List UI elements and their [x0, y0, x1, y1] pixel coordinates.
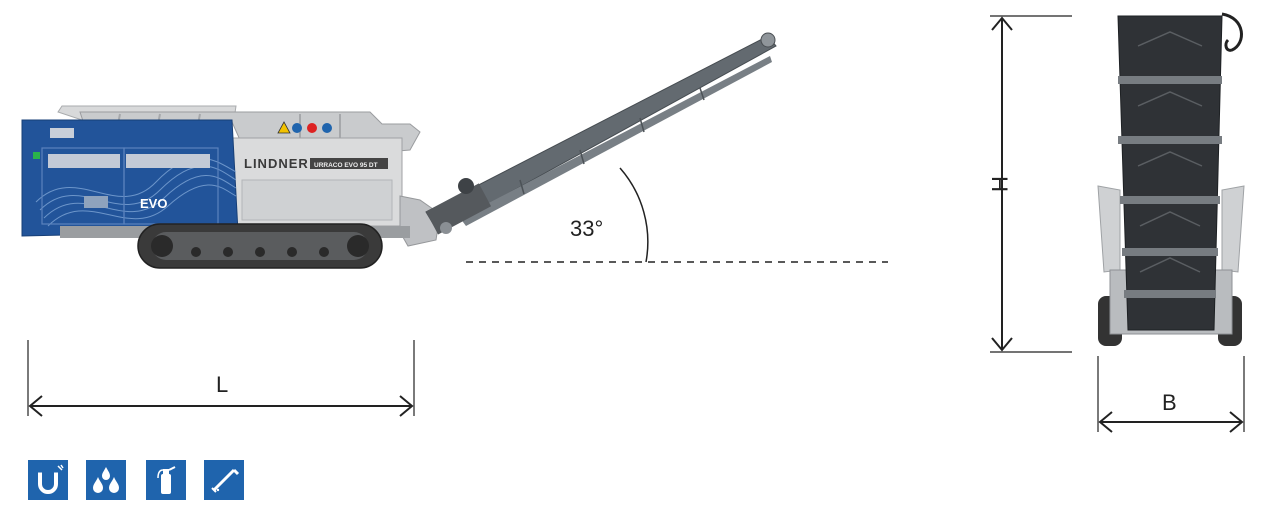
angle-arc [619, 167, 649, 263]
belt-chevrons [1137, 31, 1203, 273]
spray-lance-icon [204, 460, 244, 500]
model-label: URRACO EVO 95 DT [314, 162, 378, 169]
series-label: EVO [140, 196, 167, 211]
angle-indicator: 33° [466, 167, 888, 263]
front-belt [1117, 15, 1223, 331]
conveyor-front-view [1097, 12, 1245, 346]
height-arrow-bottom [991, 337, 1013, 352]
brand-label: LINDNER [244, 156, 309, 171]
housing-panel [241, 179, 393, 221]
hydraulic-hose [1221, 12, 1243, 52]
model-plate [310, 158, 388, 169]
cabinet-vents [48, 128, 210, 168]
warning-stickers [277, 121, 332, 134]
width-arrow-right [1229, 411, 1244, 433]
green-indicator [33, 152, 40, 159]
conveyor-head-drum [760, 32, 776, 48]
height-arrow-top [991, 16, 1013, 31]
magnet-icon [28, 460, 68, 500]
track-rollers [151, 235, 369, 257]
fire-extinguisher-icon [146, 460, 186, 500]
side-flap-right [1221, 185, 1245, 273]
width-dimension: B [1097, 356, 1245, 433]
wave-graphic [35, 157, 237, 227]
length-arrow-left [28, 395, 43, 417]
length-arrow-right [399, 395, 414, 417]
conveyor-lower-rail [460, 56, 772, 226]
conveyor-supports [519, 87, 705, 195]
cabinet-label-plate [84, 196, 108, 208]
width-arrow-left [1098, 411, 1113, 433]
length-label: L [216, 372, 228, 397]
height-dimension: H [987, 15, 1072, 353]
belt-cross-bars [1118, 76, 1222, 298]
side-flap-left [1097, 185, 1121, 273]
width-label: B [1162, 390, 1177, 415]
conveyor-hinge [425, 178, 492, 235]
discharge-conveyor-side [425, 32, 777, 235]
height-label: H [987, 176, 1012, 192]
angle-label: 33° [570, 216, 603, 241]
shredder-side-view: LINDNER URRACO EVO 95 DT EVO [21, 105, 441, 269]
water-drops-icon [86, 460, 126, 500]
length-dimension: L [27, 340, 415, 417]
track-frame [152, 232, 368, 260]
